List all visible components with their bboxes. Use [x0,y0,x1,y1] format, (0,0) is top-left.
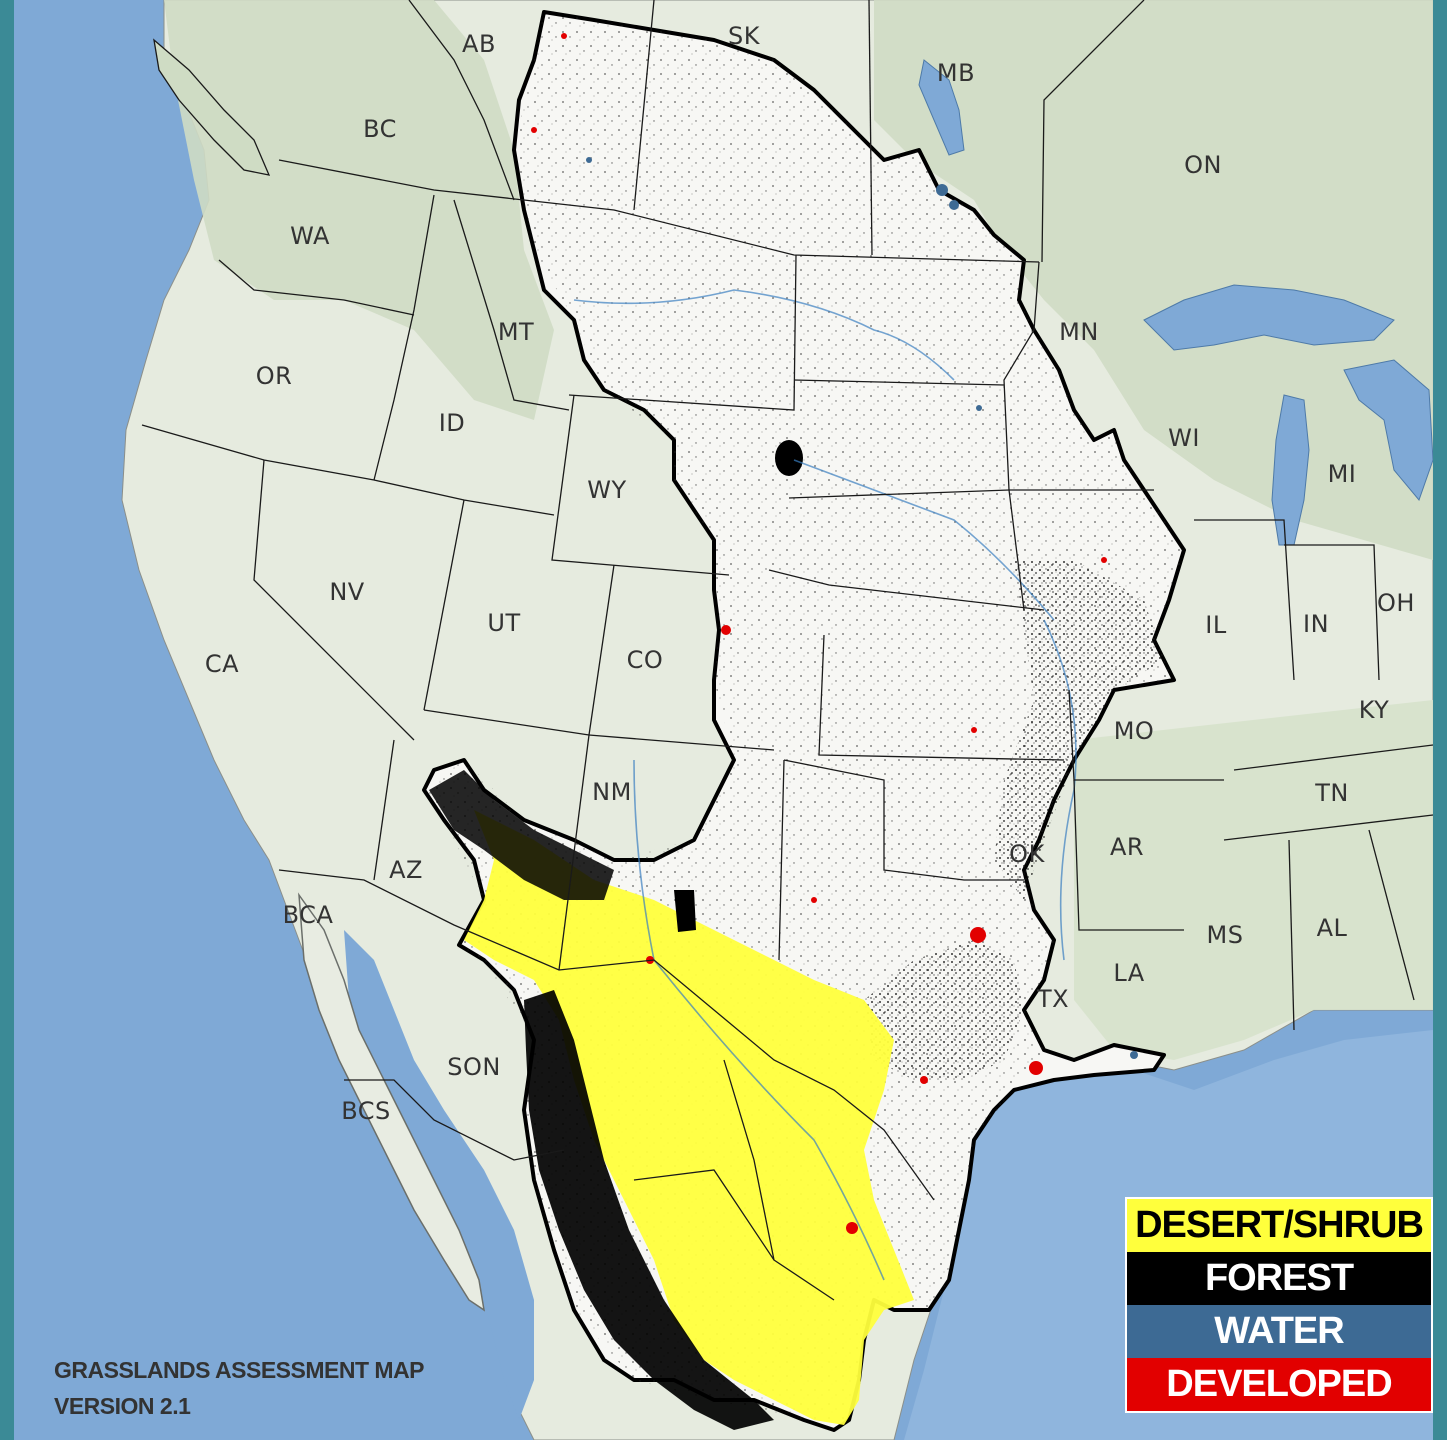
label-bc: BC [363,115,397,143]
label-mo: MO [1113,717,1155,745]
label-mn: MN [1059,318,1099,346]
desert-shrub-region [464,810,914,1425]
label-il: IL [1205,611,1227,639]
land-green-west [164,0,554,420]
sierra-madre-forest [524,990,774,1430]
label-az: AZ [389,856,423,884]
label-ab: AB [462,30,496,58]
political-borders [141,0,1433,1301]
map-frame: AB SK MB BC ON WA MT OR ID MN WI MI WY N… [14,0,1433,1440]
label-in: IN [1302,610,1330,638]
baja-california [298,892,486,1312]
label-wy: WY [587,476,627,504]
label-wi: WI [1168,424,1200,452]
label-bcs: BCS [341,1097,391,1125]
label-ky: KY [1358,696,1390,724]
label-mi: MI [1327,460,1357,488]
lake-huron [1343,359,1433,501]
lake-winnipeg [918,59,965,156]
eastern-forest-fringe [994,560,1164,900]
developed-areas [531,33,1107,1234]
label-ut: UT [487,609,521,637]
land-green-se [1074,700,1433,1060]
label-tx: TX [1036,985,1070,1013]
vancouver-island [153,38,271,176]
black-hills-forest [775,440,803,476]
label-nv: NV [329,578,365,606]
legend: DESERT/SHRUB FOREST WATER DEVELOPED [1125,1197,1433,1413]
label-oh: OH [1377,589,1415,617]
lake-superior [1143,284,1395,351]
label-bca: BCA [282,901,334,929]
nm-forest-patch [674,890,696,932]
label-sk: SK [728,22,760,50]
label-al: AL [1316,914,1348,942]
label-id: ID [438,409,466,437]
label-la: LA [1113,959,1145,987]
label-son: SON [447,1053,501,1081]
water-bodies [586,157,1138,1059]
texas-forest-patch [864,940,1024,1080]
label-wa: WA [290,222,330,250]
mogollon-forest [429,770,614,900]
label-nm: NM [592,778,632,806]
label-tn: TN [1315,779,1349,807]
basemap[interactable] [14,0,1433,1440]
map-title-line2: VERSION 2.1 [54,1393,191,1419]
legend-developed: DEVELOPED [1127,1358,1431,1411]
label-ms: MS [1206,921,1244,949]
label-ar: AR [1109,833,1145,861]
legend-desert-shrub: DESERT/SHRUB [1127,1199,1431,1252]
label-ok: OK [1009,840,1045,868]
label-mb: MB [936,59,976,87]
label-on: ON [1184,151,1222,179]
label-mt: MT [497,318,535,346]
label-or: OR [255,362,293,390]
legend-forest: FOREST [1127,1252,1431,1305]
map-title-line1: GRASSLANDS ASSESSMENT MAP [54,1357,425,1383]
map-title: GRASSLANDS ASSESSMENT MAP VERSION 2.1 [54,1352,425,1424]
label-co: CO [626,646,664,674]
label-ca: CA [204,650,240,678]
gulf-of-california [344,930,534,1420]
legend-water: WATER [1127,1305,1431,1358]
